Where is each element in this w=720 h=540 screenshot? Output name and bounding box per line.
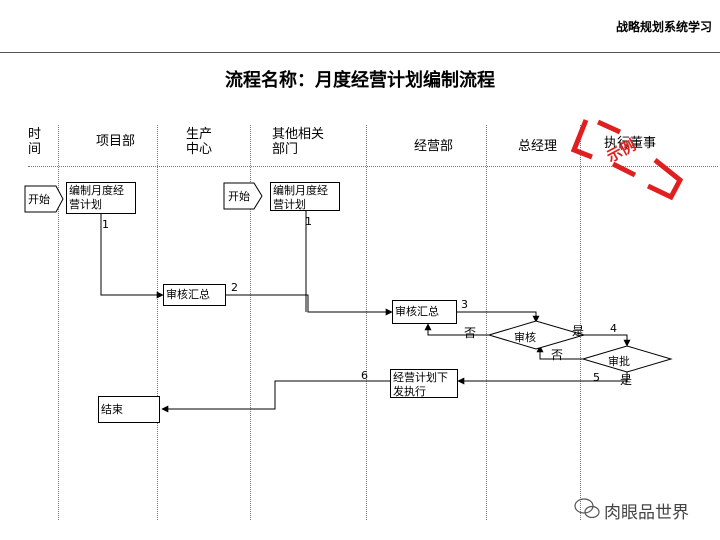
lane-divider [250,125,251,520]
connector-issue-to-end [161,380,390,413]
process-plan-project: 编制月度经营计划 [66,182,136,214]
step-number: 1 [102,218,109,231]
flow-title: 流程名称：月度经营计划编制流程 [225,70,495,91]
process-plan-other: 编制月度经营计划 [270,182,340,211]
connector-review-to-ops [226,294,393,316]
process-review-operations: 审核汇总 [392,300,457,324]
yes-label: 是 [620,373,633,387]
step-number: 6 [361,369,368,382]
lane-time: 时 间 [28,127,42,157]
connector-approve-yes [457,372,628,385]
sample-stamp [570,119,684,201]
end-terminator: 结束 [98,396,160,423]
start2-label: 开始 [228,190,250,203]
process-issue-plan: 经营计划下发执行 [390,369,458,398]
yes-label: 是 [572,324,585,338]
watermark-text: 肉眼品世界 [604,503,689,523]
step-number: 3 [461,298,468,311]
connector-audit-no [424,323,489,336]
decision-approve-label: 审批 [608,355,630,368]
audit-decision-shape [487,320,586,350]
decision-audit-label: 审核 [514,331,536,344]
connector-approve-no [536,345,583,360]
step-number: 1 [305,215,312,228]
no-label: 否 [464,326,477,340]
start1-label: 开始 [28,193,50,206]
approve-decision-shape [581,345,673,373]
lane-divider [157,125,158,520]
lane-general-manager: 总经理 [518,139,558,154]
lane-executive-director: 执行董事 [604,136,657,151]
step-number: 2 [231,281,238,294]
connector-ops-to-audit [457,311,540,323]
connector-plan1-to-review [100,214,164,299]
lane-divider [486,125,487,520]
start2-shape [223,182,263,210]
lane-divider [58,125,59,520]
no-label: 否 [551,348,564,362]
lane-divider [366,125,367,520]
wechat-icon [574,498,600,519]
lane-other-depts: 其他相关 部门 [272,127,325,157]
start1-shape [24,185,64,213]
header-title: 战略规划系统学习 [615,20,712,34]
lane-production-center: 生产 中心 [186,127,213,157]
header-row-divider [28,166,718,167]
header-divider [0,52,720,53]
step-number: 5 [593,371,600,384]
lane-project-dept: 项目部 [96,134,136,149]
connector-audit-yes [584,334,631,347]
process-review-production: 审核汇总 [163,284,226,306]
lane-operations-dept: 经营部 [414,139,454,154]
lane-divider [580,125,581,520]
step-number: 4 [610,322,617,335]
